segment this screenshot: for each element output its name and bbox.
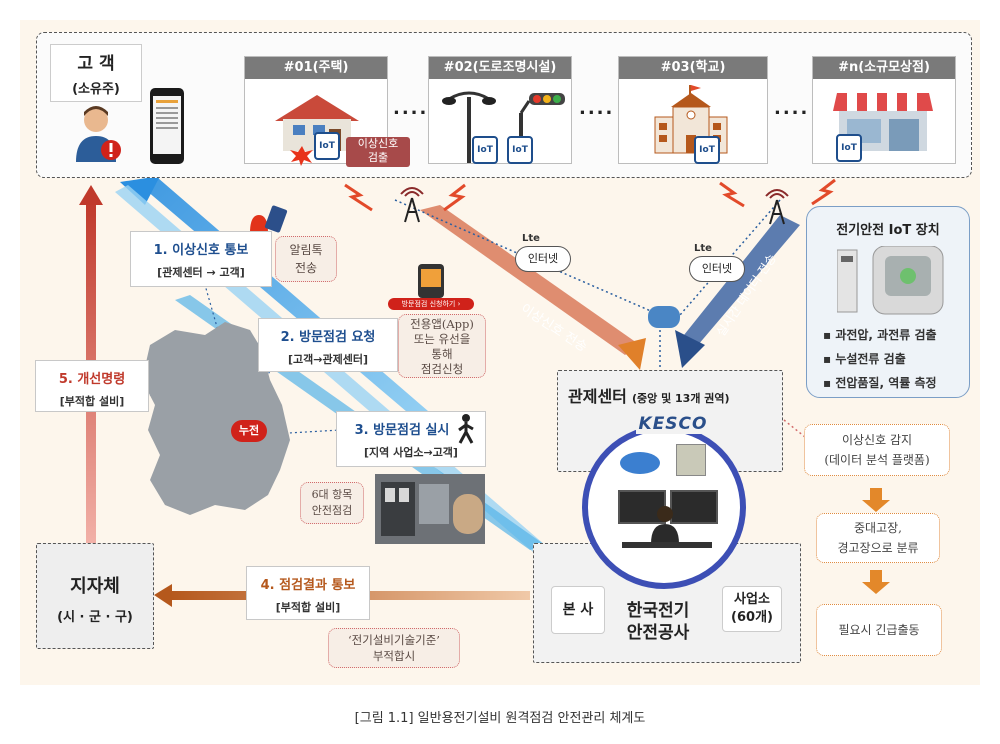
- site-street-lighting: #02(도로조명시설): [428, 56, 572, 164]
- step-subtitle: [고객→관제센터]: [288, 353, 368, 366]
- monitor-icon: [670, 490, 718, 524]
- step-1-notify: 1. 이상신호 통보 [관제센터 → 고객]: [130, 231, 272, 287]
- control-center-title: 관제센터: [568, 387, 627, 406]
- figure-caption: [그림 1.1] 일반용전기설비 원격점검 안전관리 체계도: [354, 711, 646, 726]
- signal-bolt: [344, 183, 373, 212]
- cloud-server-icon: [648, 306, 680, 328]
- step-subtitle: [지역 사업소→고객]: [364, 446, 458, 459]
- kesco-name: 한국전기 안전공사: [626, 601, 690, 643]
- iot-device-icon: [836, 245, 944, 315]
- callout-app-request: 전용앱(App) 또는 유선을 통해 점검신청: [398, 314, 486, 378]
- hq-box: 본 사: [551, 586, 605, 634]
- server-icon: [676, 444, 706, 476]
- flow-emergency-dispatch: 필요시 긴급출동: [816, 604, 942, 656]
- router-icon: [620, 452, 660, 474]
- iot-sensor-icon: IoT: [507, 136, 533, 164]
- step-2-request: 2. 방문점검 요청 [고객→관제센터]: [258, 318, 398, 372]
- flow-down-arrow: [862, 570, 890, 594]
- signal-bolt: [811, 178, 836, 206]
- kesco-logo: KESCO: [636, 414, 710, 434]
- korea-map: [142, 322, 290, 515]
- explosion-icon: [290, 146, 314, 166]
- local-government-title: 지자체: [70, 576, 120, 597]
- flow-fault-classification: 중대고장, 경고장으로 분류: [816, 513, 940, 563]
- person-icon: [74, 102, 124, 164]
- signal-bolt: [443, 183, 466, 212]
- internet-cloud: 인터넷: [689, 256, 745, 282]
- smartphone-icon: [150, 88, 184, 164]
- dotted-line: [204, 284, 246, 426]
- ellipsis: ....: [579, 98, 615, 119]
- customer-label: 고 객 (소유주): [50, 44, 142, 102]
- arrow-anomaly-transmit: [420, 205, 640, 355]
- antenna-icon: [395, 180, 429, 224]
- antenna-icon: [760, 182, 794, 226]
- customer-title: 고 객: [77, 54, 115, 74]
- arrow-realtime-head: [675, 330, 705, 368]
- leak-badge: 누전: [231, 420, 267, 442]
- iot-feature: ▪ 누설전류 검출: [823, 352, 906, 366]
- customer-subtitle: (소유주): [72, 82, 120, 97]
- site-label: #01(주택): [245, 57, 387, 79]
- site-school: #03(학교): [618, 56, 768, 164]
- callout-kakao-alert: 알림톡 전송: [275, 236, 337, 282]
- callout-six-items: 6대 항목 안전점검: [300, 482, 364, 524]
- step-title: 2. 방문점검 요청: [280, 330, 376, 345]
- iot-sensor-icon: IoT: [694, 136, 720, 164]
- step-5-order: 5. 개선명령 [부적합 설비]: [35, 360, 149, 412]
- site-small-shop: #n(소규모상점): [812, 56, 956, 164]
- operator-icon: [648, 504, 682, 544]
- arrow-anomaly-head: [618, 338, 646, 370]
- iot-device-panel: 전기안전 IoT 장치 ▪ 과전압, 과전류 검출 ▪ 누설전류 검출 ▪ 전압…: [806, 206, 970, 398]
- step-title: 3. 방문점검 실시: [354, 423, 450, 438]
- flow-arrow-result-head: [154, 584, 172, 607]
- step-title: 5. 개선명령: [58, 372, 126, 387]
- app-phone-icon: [418, 264, 444, 298]
- flow-arrow-order-head: [79, 185, 103, 205]
- iot-sensor-icon: IoT: [836, 134, 862, 162]
- step-subtitle: [부적합 설비]: [59, 395, 125, 408]
- iot-feature: ▪ 과전압, 과전류 검출: [823, 328, 937, 342]
- dotted-line: [394, 199, 661, 316]
- iot-feature: ▪ 전압품질, 역률 측정: [823, 376, 937, 390]
- control-center-heading: 관제센터 (중앙 및 13개 권역): [568, 383, 782, 407]
- iot-sensor-icon: IoT: [314, 132, 340, 160]
- lte-badge: Lte: [522, 233, 540, 244]
- ellipsis: ....: [393, 98, 429, 119]
- local-government-box: 지자체 (시 · 군 · 구): [36, 543, 154, 649]
- site-label: #n(소규모상점): [813, 57, 955, 79]
- site-label: #02(도로조명시설): [429, 57, 571, 79]
- dotted-line: [254, 429, 341, 436]
- step-subtitle: [부적합 설비]: [275, 601, 341, 614]
- desk-icon: [622, 542, 712, 548]
- local-government-subtitle: (시 · 군 · 구): [57, 610, 133, 625]
- site-label: #03(학교): [619, 57, 767, 79]
- site-house: #01(주택): [244, 56, 388, 164]
- anomaly-detected-badge: 이상신호 검출: [346, 137, 410, 167]
- step-title: 4. 점검결과 통보: [260, 578, 356, 593]
- iot-sensor-icon: IoT: [472, 136, 498, 164]
- inspection-photo: [375, 474, 485, 544]
- step-subtitle: [관제센터 → 고객]: [157, 266, 245, 279]
- flow-anomaly-detection: 이상신호 감지 (데이터 분석 플랫폼): [804, 424, 950, 476]
- iot-device-title: 전기안전 IoT 장치: [836, 223, 940, 238]
- arrow-realtime-transmit: [680, 215, 800, 345]
- walking-person-icon: [456, 414, 476, 444]
- step-title: 1. 이상신호 통보: [153, 243, 249, 258]
- control-center-subtitle: (중앙 및 13개 권역): [631, 392, 730, 405]
- lte-badge: Lte: [694, 243, 712, 254]
- dotted-line: [783, 419, 806, 438]
- ellipsis: ....: [774, 98, 810, 119]
- step-4-result: 4. 점검결과 통보 [부적합 설비]: [246, 566, 370, 620]
- flow-down-arrow: [862, 488, 890, 512]
- branch-box: 사업소 (60개): [722, 586, 782, 632]
- flow-arrow-notify-head: [120, 176, 160, 205]
- app-request-badge: 방문점검 신청하기 ›: [388, 298, 474, 310]
- internet-cloud: 인터넷: [515, 246, 571, 272]
- callout-standard-violation: ‘전기설비기술기준’ 부적합시: [328, 628, 460, 668]
- streetlight-icon: [442, 91, 565, 163]
- signal-bolt: [719, 181, 745, 208]
